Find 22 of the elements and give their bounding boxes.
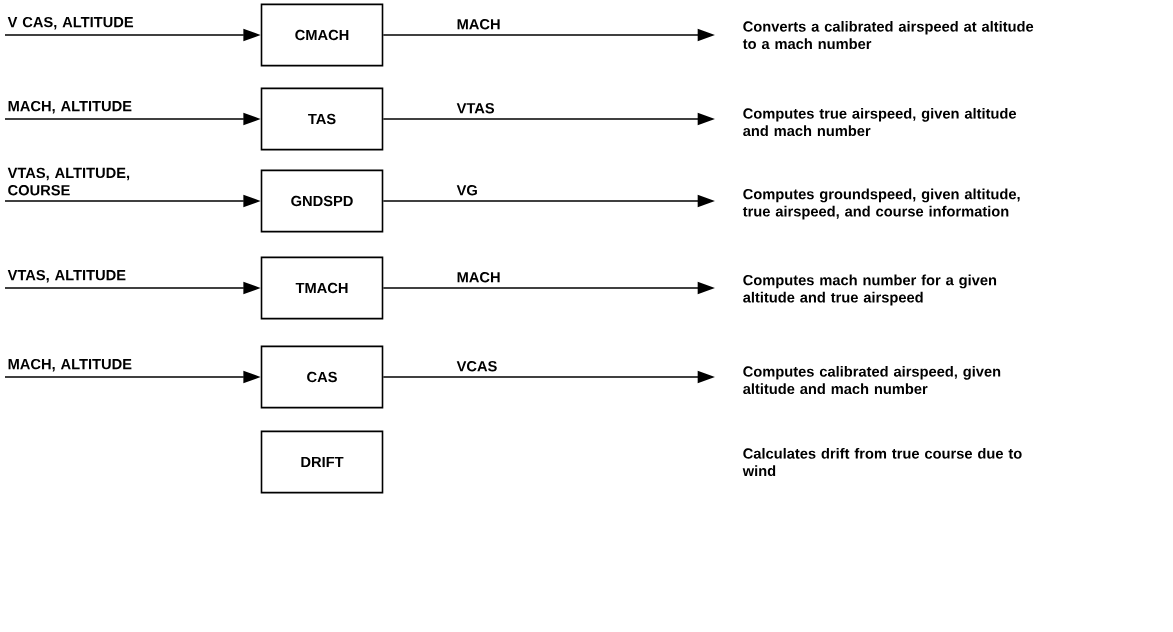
process-box: CMACH xyxy=(260,3,384,67)
process-box: TMACH xyxy=(260,256,384,320)
description-text: Calculates drift from true course due to wind xyxy=(742,447,1022,477)
edge-label: MACH, ALTITUDE xyxy=(8,358,132,372)
edge-label: V CAS, ALTITUDE xyxy=(7,16,134,30)
process-box: DRIFT xyxy=(260,430,384,494)
edge-label: MACH, ALTITUDE xyxy=(8,100,132,114)
edge-label: VTAS, ALTITUDE, COURSE xyxy=(7,167,130,196)
edge-label: VG xyxy=(456,185,477,196)
process-box: CAS xyxy=(260,345,384,409)
edge-label: MACH xyxy=(457,19,500,30)
description-text: Computes mach number for a given altitude and true airspeed xyxy=(743,274,997,306)
edge-label: VCAS xyxy=(456,361,497,372)
description-text: Converts a calibrated airspeed at altitude to a mach number xyxy=(742,20,1034,50)
process-box: TAS xyxy=(260,87,384,151)
description-text: Computes true airspeed, given altitude and mach number xyxy=(743,107,1017,137)
edge-label: VTAS xyxy=(456,103,495,114)
description-text: Computes calibrated airspeed, given altitude and mach number xyxy=(743,365,1001,395)
edge-label: VTAS, ALTITUDE xyxy=(7,269,126,283)
process-box: GNDSPD xyxy=(260,169,384,233)
edge-label: MACH xyxy=(457,272,500,283)
description-text: Computes groundspeed, given altitude, true airspeed, and course information xyxy=(742,188,1020,220)
